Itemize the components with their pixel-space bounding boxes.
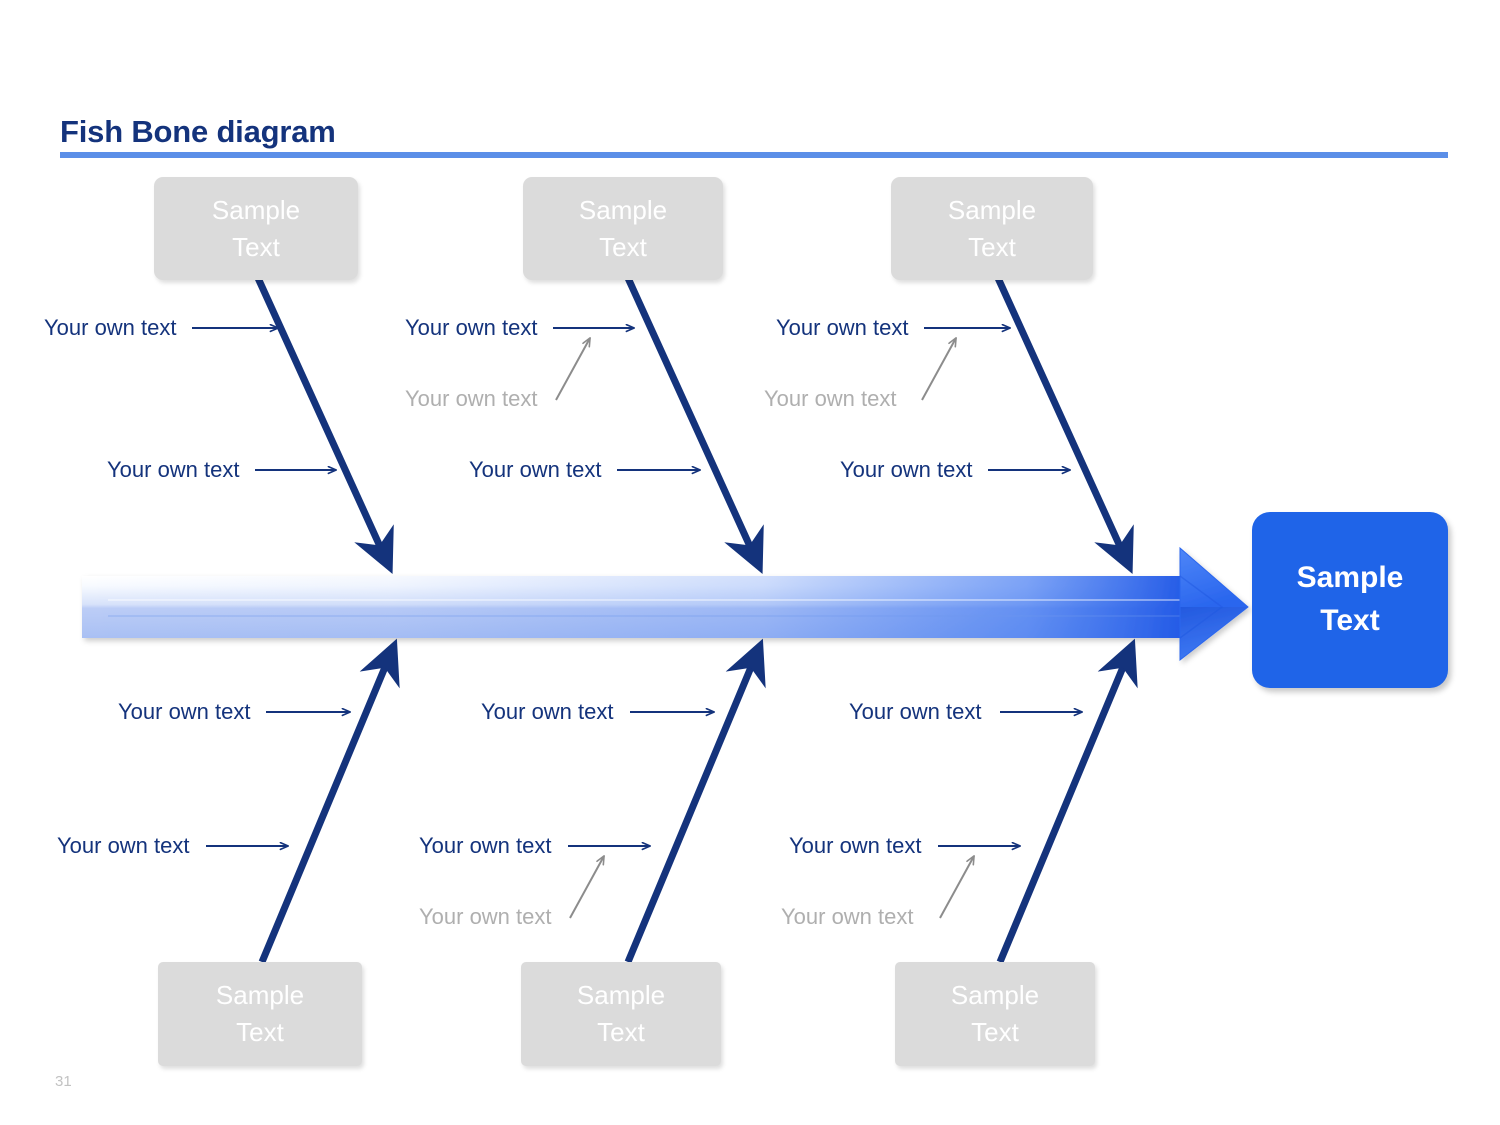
cause-label-top-3-sub[interactable]: Your own text <box>764 386 897 411</box>
cause-label-bottom-3-a[interactable]: Your own text <box>849 699 982 724</box>
category-box-bottom-2-line2: Text <box>597 1017 645 1047</box>
effect-box[interactable]: Sample Text <box>1252 512 1448 688</box>
cause-label-bottom-3-b[interactable]: Your own text <box>789 833 922 858</box>
cause-label-top-3-b[interactable]: Your own text <box>840 457 973 482</box>
category-box-top-3[interactable]: Sample Text <box>891 177 1093 280</box>
cause-label-top-3-a[interactable]: Your own text <box>776 315 909 340</box>
category-box-top-1-line1: Sample <box>211 194 301 225</box>
cause-label-bottom-1-a[interactable]: Your own text <box>118 699 251 724</box>
title-underline-rule <box>60 152 1448 158</box>
bone-line-bottom-1 <box>258 638 400 964</box>
category-box-bottom-3[interactable]: Sample Text <box>895 962 1095 1066</box>
cause-label-bottom-2-a[interactable]: Your own text <box>481 699 614 724</box>
cause-label-top-2-a[interactable]: Your own text <box>405 315 538 340</box>
category-box-bottom-2[interactable]: Sample Text <box>521 962 721 1066</box>
cause-label-top-2-sub[interactable]: Your own text <box>405 386 538 411</box>
connector-bottom-3-sub <box>939 855 975 919</box>
bone-line-bottom-3 <box>996 638 1138 964</box>
cause-label-top-1-b[interactable]: Your own text <box>107 457 240 482</box>
cause-label-top-2-b[interactable]: Your own text <box>469 457 602 482</box>
cause-label-top-1-a[interactable]: Your own text <box>44 315 177 340</box>
bone-line-bottom-2 <box>624 638 766 964</box>
category-box-top-3-line1: Sample <box>947 194 1037 225</box>
effect-box-line1: Sample <box>1296 561 1404 595</box>
connector-bottom-2-sub <box>569 855 605 919</box>
bone-line-top-1 <box>254 276 394 575</box>
category-box-top-2-line1: Sample <box>578 194 668 225</box>
cause-label-bottom-2-sub[interactable]: Your own text <box>419 904 552 929</box>
category-box-top-3-line2: Text <box>968 231 1016 262</box>
category-box-bottom-1-line2: Text <box>236 1017 284 1047</box>
cause-label-bottom-1-b[interactable]: Your own text <box>57 833 190 858</box>
category-box-bottom-3-line2: Text <box>971 1017 1019 1047</box>
category-box-top-1-line2: Text <box>232 231 280 262</box>
category-box-bottom-1-line1: Sample <box>215 980 305 1011</box>
cause-label-bottom-2-b[interactable]: Your own text <box>419 833 552 858</box>
bone-line-top-2 <box>624 276 764 575</box>
page-number: 31 <box>55 1073 72 1090</box>
spine-arrow <box>82 546 1249 662</box>
page-title: Fish Bone diagram <box>60 114 336 149</box>
category-box-bottom-1[interactable]: Sample Text <box>158 962 362 1066</box>
effect-box-line2: Text <box>1320 604 1380 637</box>
category-box-bottom-3-line1: Sample <box>950 980 1040 1011</box>
cause-label-bottom-3-sub[interactable]: Your own text <box>781 904 914 929</box>
category-box-top-2-line2: Text <box>599 231 647 262</box>
category-box-bottom-2-line1: Sample <box>576 980 666 1011</box>
category-box-top-2[interactable]: Sample Text <box>523 177 723 280</box>
connector-top-3-sub <box>921 337 957 401</box>
category-box-top-1[interactable]: Sample Text <box>154 177 358 280</box>
bone-line-top-3 <box>994 276 1134 575</box>
connector-top-2-sub <box>555 337 591 401</box>
